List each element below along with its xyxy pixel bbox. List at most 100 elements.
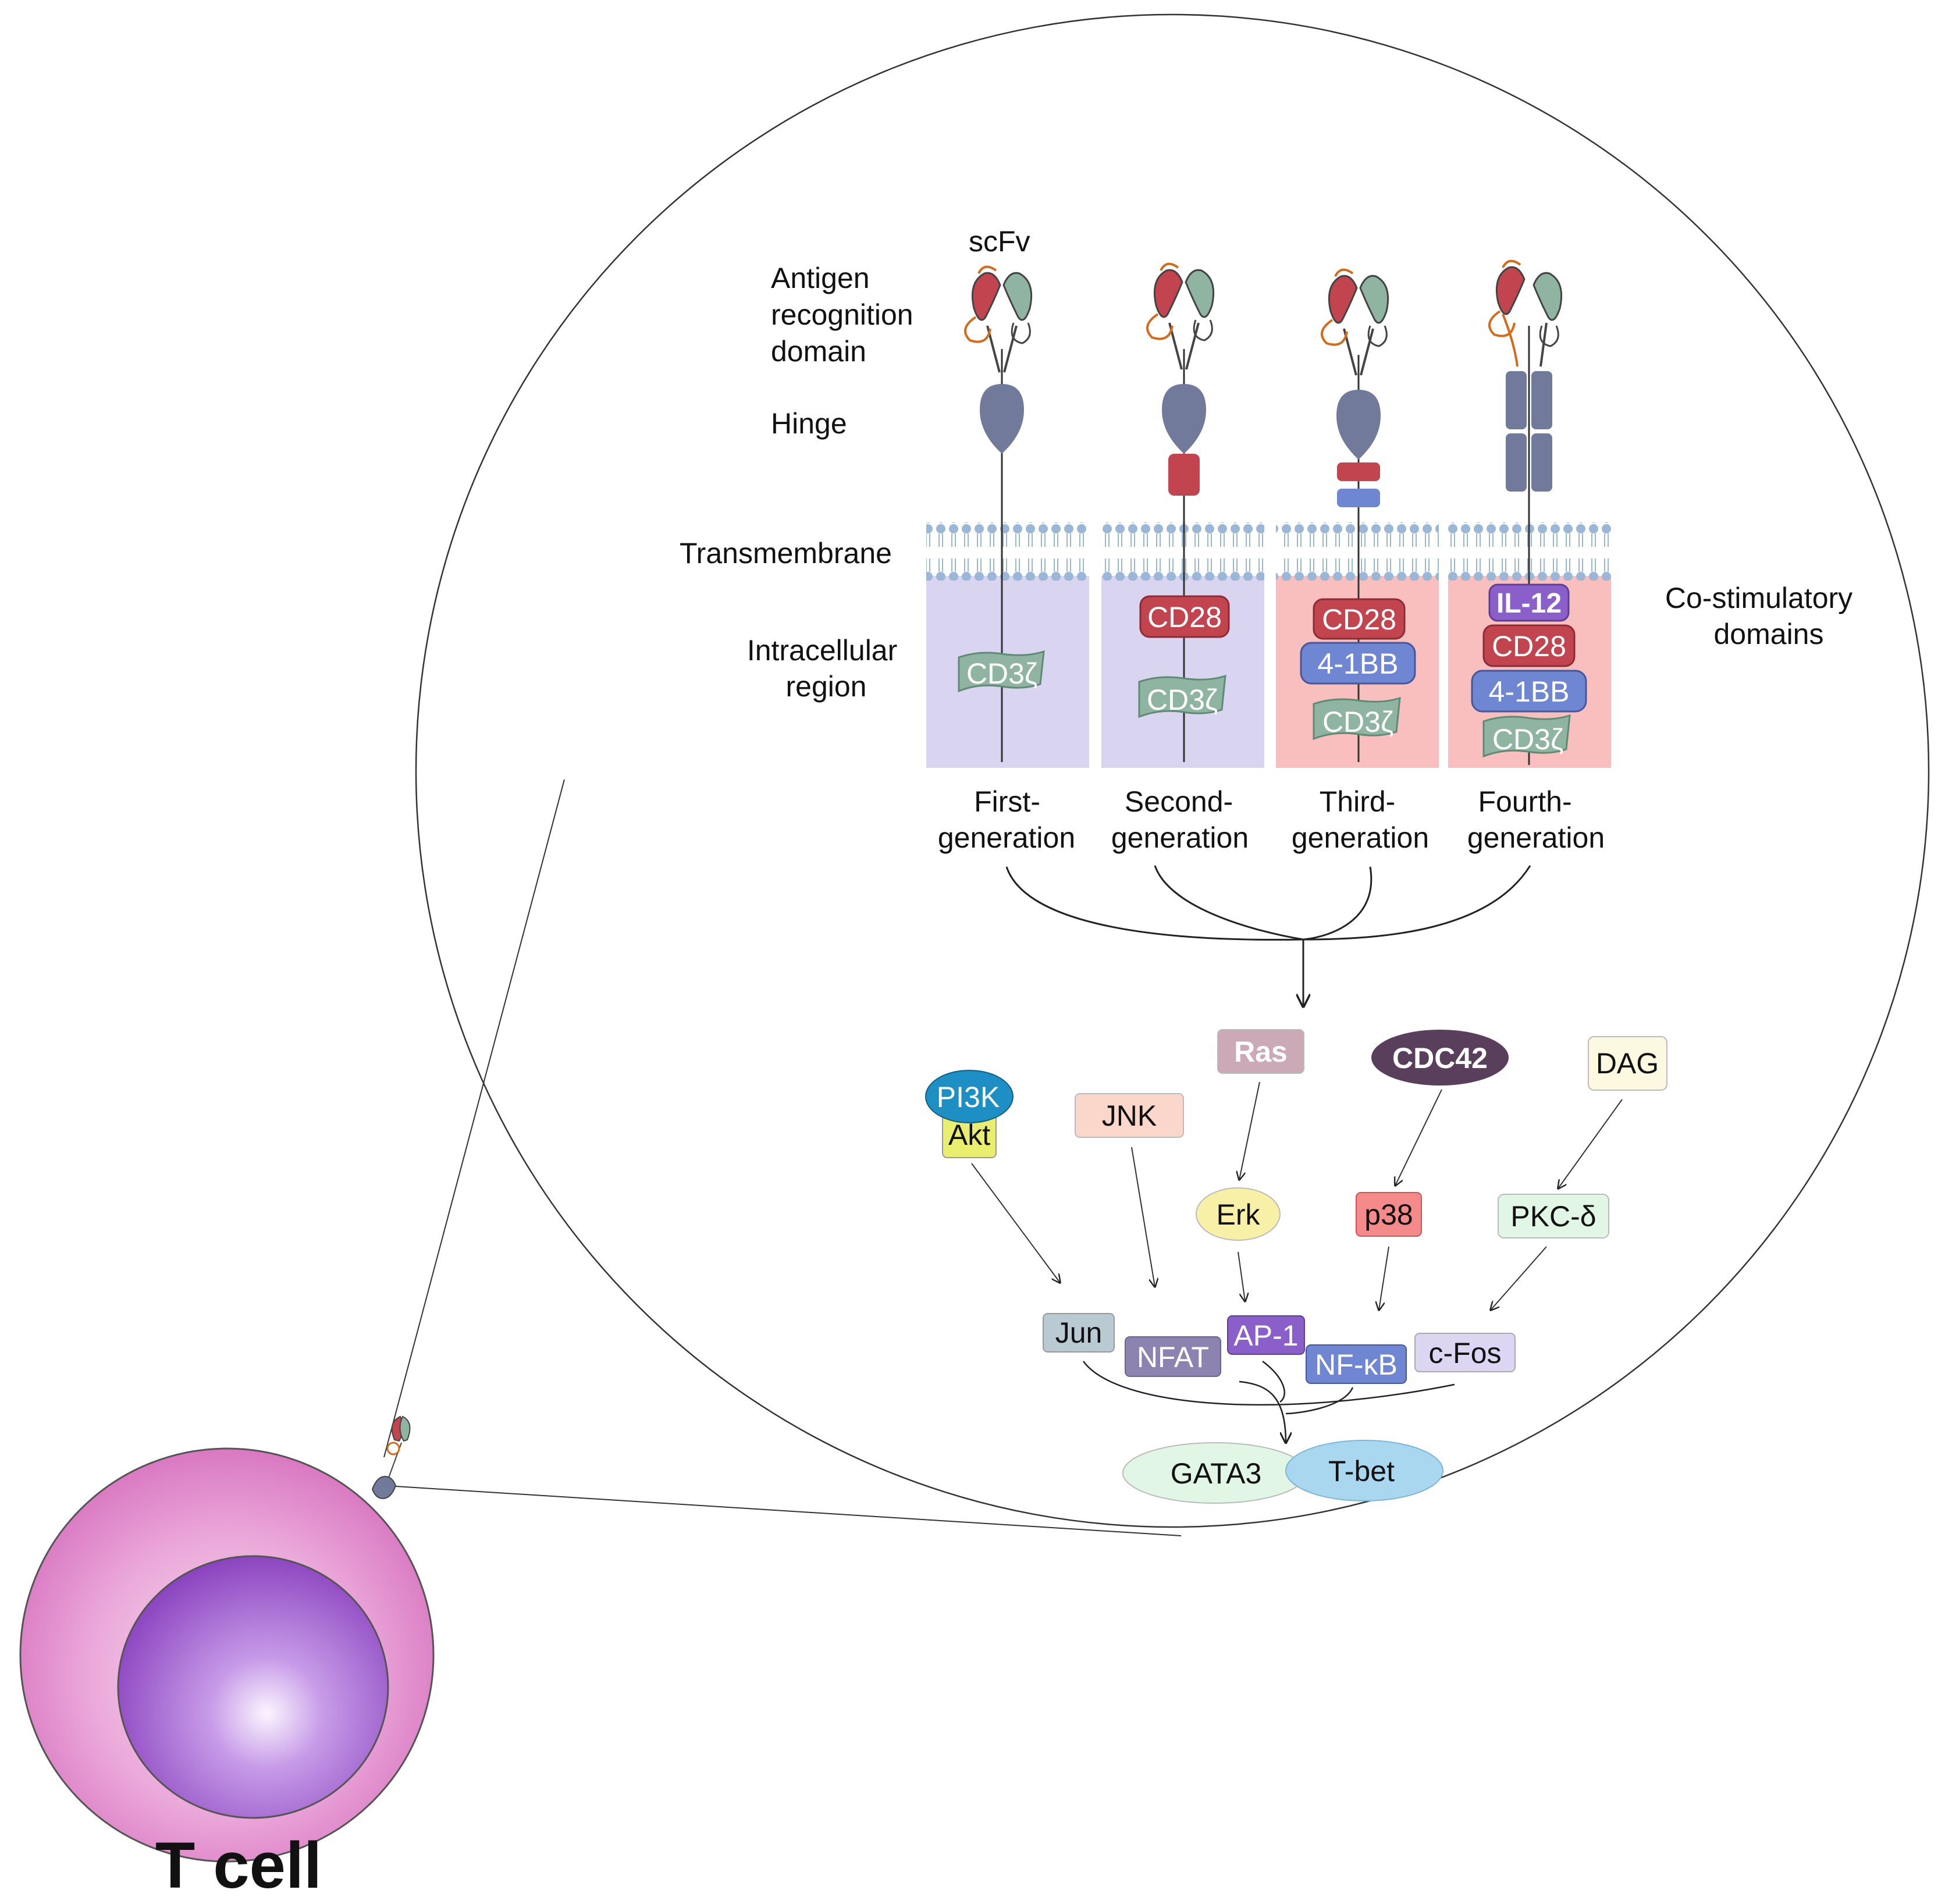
domain-41bb-third: 4-1BB xyxy=(1318,647,1399,680)
scfv-icon xyxy=(1321,268,1389,376)
label-antigen-line-1: Antigen xyxy=(771,262,870,294)
label-costimulatory: Co-stimulatory domains xyxy=(1665,582,1861,650)
hinge-shape xyxy=(1506,371,1527,429)
t-cell xyxy=(19,1415,435,1863)
cell-title: T cell xyxy=(155,1829,322,1902)
cd3z-shape xyxy=(1138,674,1226,718)
jun-node xyxy=(1043,1313,1115,1353)
tm-cd28-shape xyxy=(1168,454,1200,496)
tf-converging-connector xyxy=(1082,1361,1455,1443)
cfos-label: c-Fos xyxy=(1429,1337,1502,1369)
car-second-generation: CD28 CD3ζ Second- generation xyxy=(1111,262,1249,854)
tm-41bb-shape xyxy=(1337,489,1380,507)
jnk-label: JNK xyxy=(1102,1099,1157,1132)
label-antigen-recognition: Antigen recognition domain xyxy=(771,262,922,368)
cell-surface-car-icon xyxy=(371,1415,411,1500)
label-costim-line-1: Co-stimulatory xyxy=(1665,582,1852,614)
label-hinge: Hinge xyxy=(771,407,847,440)
hinge-shape xyxy=(1506,433,1527,492)
label-intracellular-line-2: region xyxy=(786,670,867,703)
p38-label: p38 xyxy=(1364,1198,1413,1231)
p38-node xyxy=(1356,1192,1422,1237)
domain-cd3z-second: CD3ζ xyxy=(1147,684,1218,716)
hinge-shape xyxy=(1162,384,1206,454)
41bb-shape xyxy=(1471,670,1587,713)
il12-shape xyxy=(1488,583,1570,622)
ap1-label: AP-1 xyxy=(1233,1319,1298,1352)
magnification-circle xyxy=(415,13,1930,1528)
domain-il12-fourth: IL-12 xyxy=(1496,588,1562,619)
cd3z-shape xyxy=(1482,714,1571,758)
nfkb-label: NF-κB xyxy=(1315,1348,1398,1381)
car-third-generation: CD28 4-1BB CD3ζ Third- generation xyxy=(1292,268,1429,854)
gata3-label: GATA3 xyxy=(1171,1457,1262,1490)
nfkb-node xyxy=(1306,1344,1407,1384)
jnk-node xyxy=(1075,1093,1184,1138)
label-transmembrane: Transmembrane xyxy=(680,537,892,570)
tm-cd28-shape xyxy=(1337,462,1380,481)
cfos-node xyxy=(1414,1333,1516,1372)
hinge-shape xyxy=(980,384,1024,454)
membrane-first xyxy=(926,522,1089,581)
gen-label-second: Second- generation xyxy=(1111,785,1249,854)
cd28-shape xyxy=(1139,595,1230,638)
pi3k-label: PI3K xyxy=(937,1081,1000,1113)
gen-label-third: Third- generation xyxy=(1292,785,1429,854)
ras-node xyxy=(1217,1029,1304,1074)
label-costim-line-2: domains xyxy=(1714,618,1824,650)
domain-cd3z-fourth: CD3ζ xyxy=(1492,723,1563,756)
cd3z-shape xyxy=(958,650,1045,693)
scfv-icon xyxy=(1146,262,1215,370)
signaling-arrows xyxy=(971,1081,1623,1310)
nfat-label: NFAT xyxy=(1137,1341,1209,1373)
scfv-icon xyxy=(1488,259,1563,367)
41bb-shape xyxy=(1300,642,1416,685)
label-scfv: scFv xyxy=(969,225,1030,258)
dag-label: DAG xyxy=(1596,1047,1659,1080)
gen-label-first: First- generation xyxy=(938,785,1075,854)
hinge-shape xyxy=(1531,371,1552,429)
scfv-icon xyxy=(964,265,1033,373)
signal-pi3k-akt: Akt PI3K xyxy=(925,1070,1014,1158)
label-intracellular: Intracellular region xyxy=(747,634,905,703)
car-first-generation: CD3ζ First- generation xyxy=(938,265,1075,854)
domain-41bb-fourth: 4-1BB xyxy=(1489,675,1570,708)
cdc42-node xyxy=(1371,1030,1509,1086)
nfat-node xyxy=(1125,1336,1221,1377)
domain-cd28-third: CD28 xyxy=(1322,603,1396,636)
hinge-shape xyxy=(1336,390,1381,460)
jun-label: Jun xyxy=(1055,1316,1103,1349)
domain-cd28-fourth: CD28 xyxy=(1492,630,1566,663)
membrane-third xyxy=(1276,522,1439,581)
domain-cd28-second: CD28 xyxy=(1147,601,1222,634)
ras-label: Ras xyxy=(1234,1035,1288,1068)
cd28-shape xyxy=(1313,598,1406,640)
cd28-shape xyxy=(1482,624,1576,667)
label-intracellular-line-1: Intracellular xyxy=(747,634,897,667)
dag-node xyxy=(1588,1036,1667,1091)
car-fourth-generation: IL-12 CD28 4-1BB CD3ζ Fourth- generation xyxy=(1467,259,1605,854)
zoom-line-upper xyxy=(383,779,565,1458)
cdc42-label: CDC42 xyxy=(1392,1042,1488,1074)
pkc-label: PKC-δ xyxy=(1510,1200,1596,1233)
erk-label: Erk xyxy=(1217,1198,1261,1231)
tbet-label: T-bet xyxy=(1328,1455,1395,1487)
akt-label: Akt xyxy=(948,1119,990,1151)
pi3k-node xyxy=(925,1070,1014,1123)
gen-label-fourth: Fourth- generation xyxy=(1467,785,1605,854)
membrane-second xyxy=(1101,522,1264,581)
cd3z-shape xyxy=(1313,696,1401,741)
zoom-line-lower xyxy=(395,1486,1182,1536)
domain-cd3z-first: CD3ζ xyxy=(966,657,1037,690)
cell-nucleus xyxy=(117,1555,389,1819)
converging-connector xyxy=(1005,865,1531,1006)
label-antigen-line-3: domain xyxy=(771,335,866,368)
domain-cd3z-third: CD3ζ xyxy=(1322,706,1393,738)
tbet-node xyxy=(1285,1440,1443,1501)
label-antigen-line-2: recognition xyxy=(771,298,913,331)
pkc-node xyxy=(1498,1194,1609,1239)
ap1-node xyxy=(1227,1315,1305,1355)
hinge-shape xyxy=(1531,433,1552,492)
erk-node xyxy=(1196,1187,1281,1241)
